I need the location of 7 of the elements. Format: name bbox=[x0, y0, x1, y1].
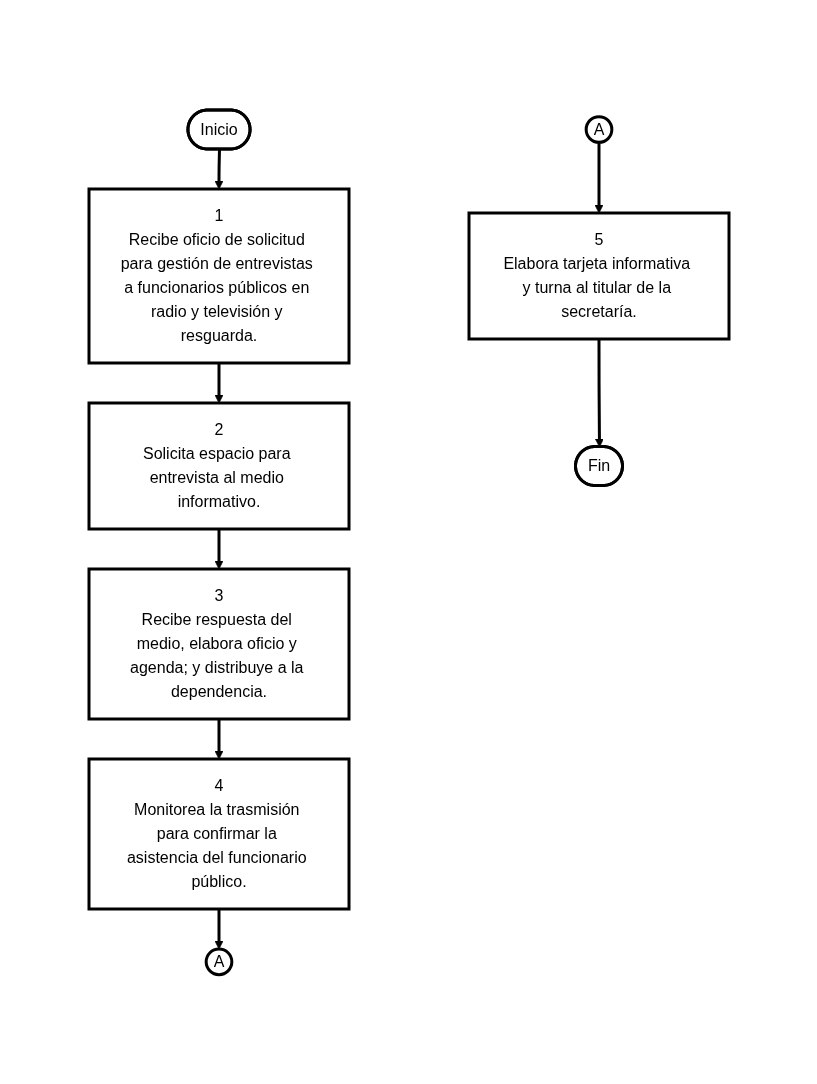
node-box: 3 Recibe respuesta del medio, elabora oficio y agenda; y distribuye a la dependencia. bbox=[87, 567, 350, 721]
node-box: 4 Monitorea la trasmisión para confirmar la asistencia del funcionario público. bbox=[87, 757, 350, 911]
node-box: 2 Solicita espacio para entrevista al medio informativo. bbox=[87, 401, 350, 531]
node-box: 1 Recibe oficio de solicitud para gestión de entrevistas a funcionarios públicos en radio y televisión y resguarda. bbox=[87, 187, 350, 365]
node-circle: A bbox=[584, 114, 613, 144]
node-box: 5 Elabora tarjeta informativa y turna al titular de la secretaría. bbox=[467, 211, 730, 341]
node-circle: A bbox=[204, 947, 233, 976]
